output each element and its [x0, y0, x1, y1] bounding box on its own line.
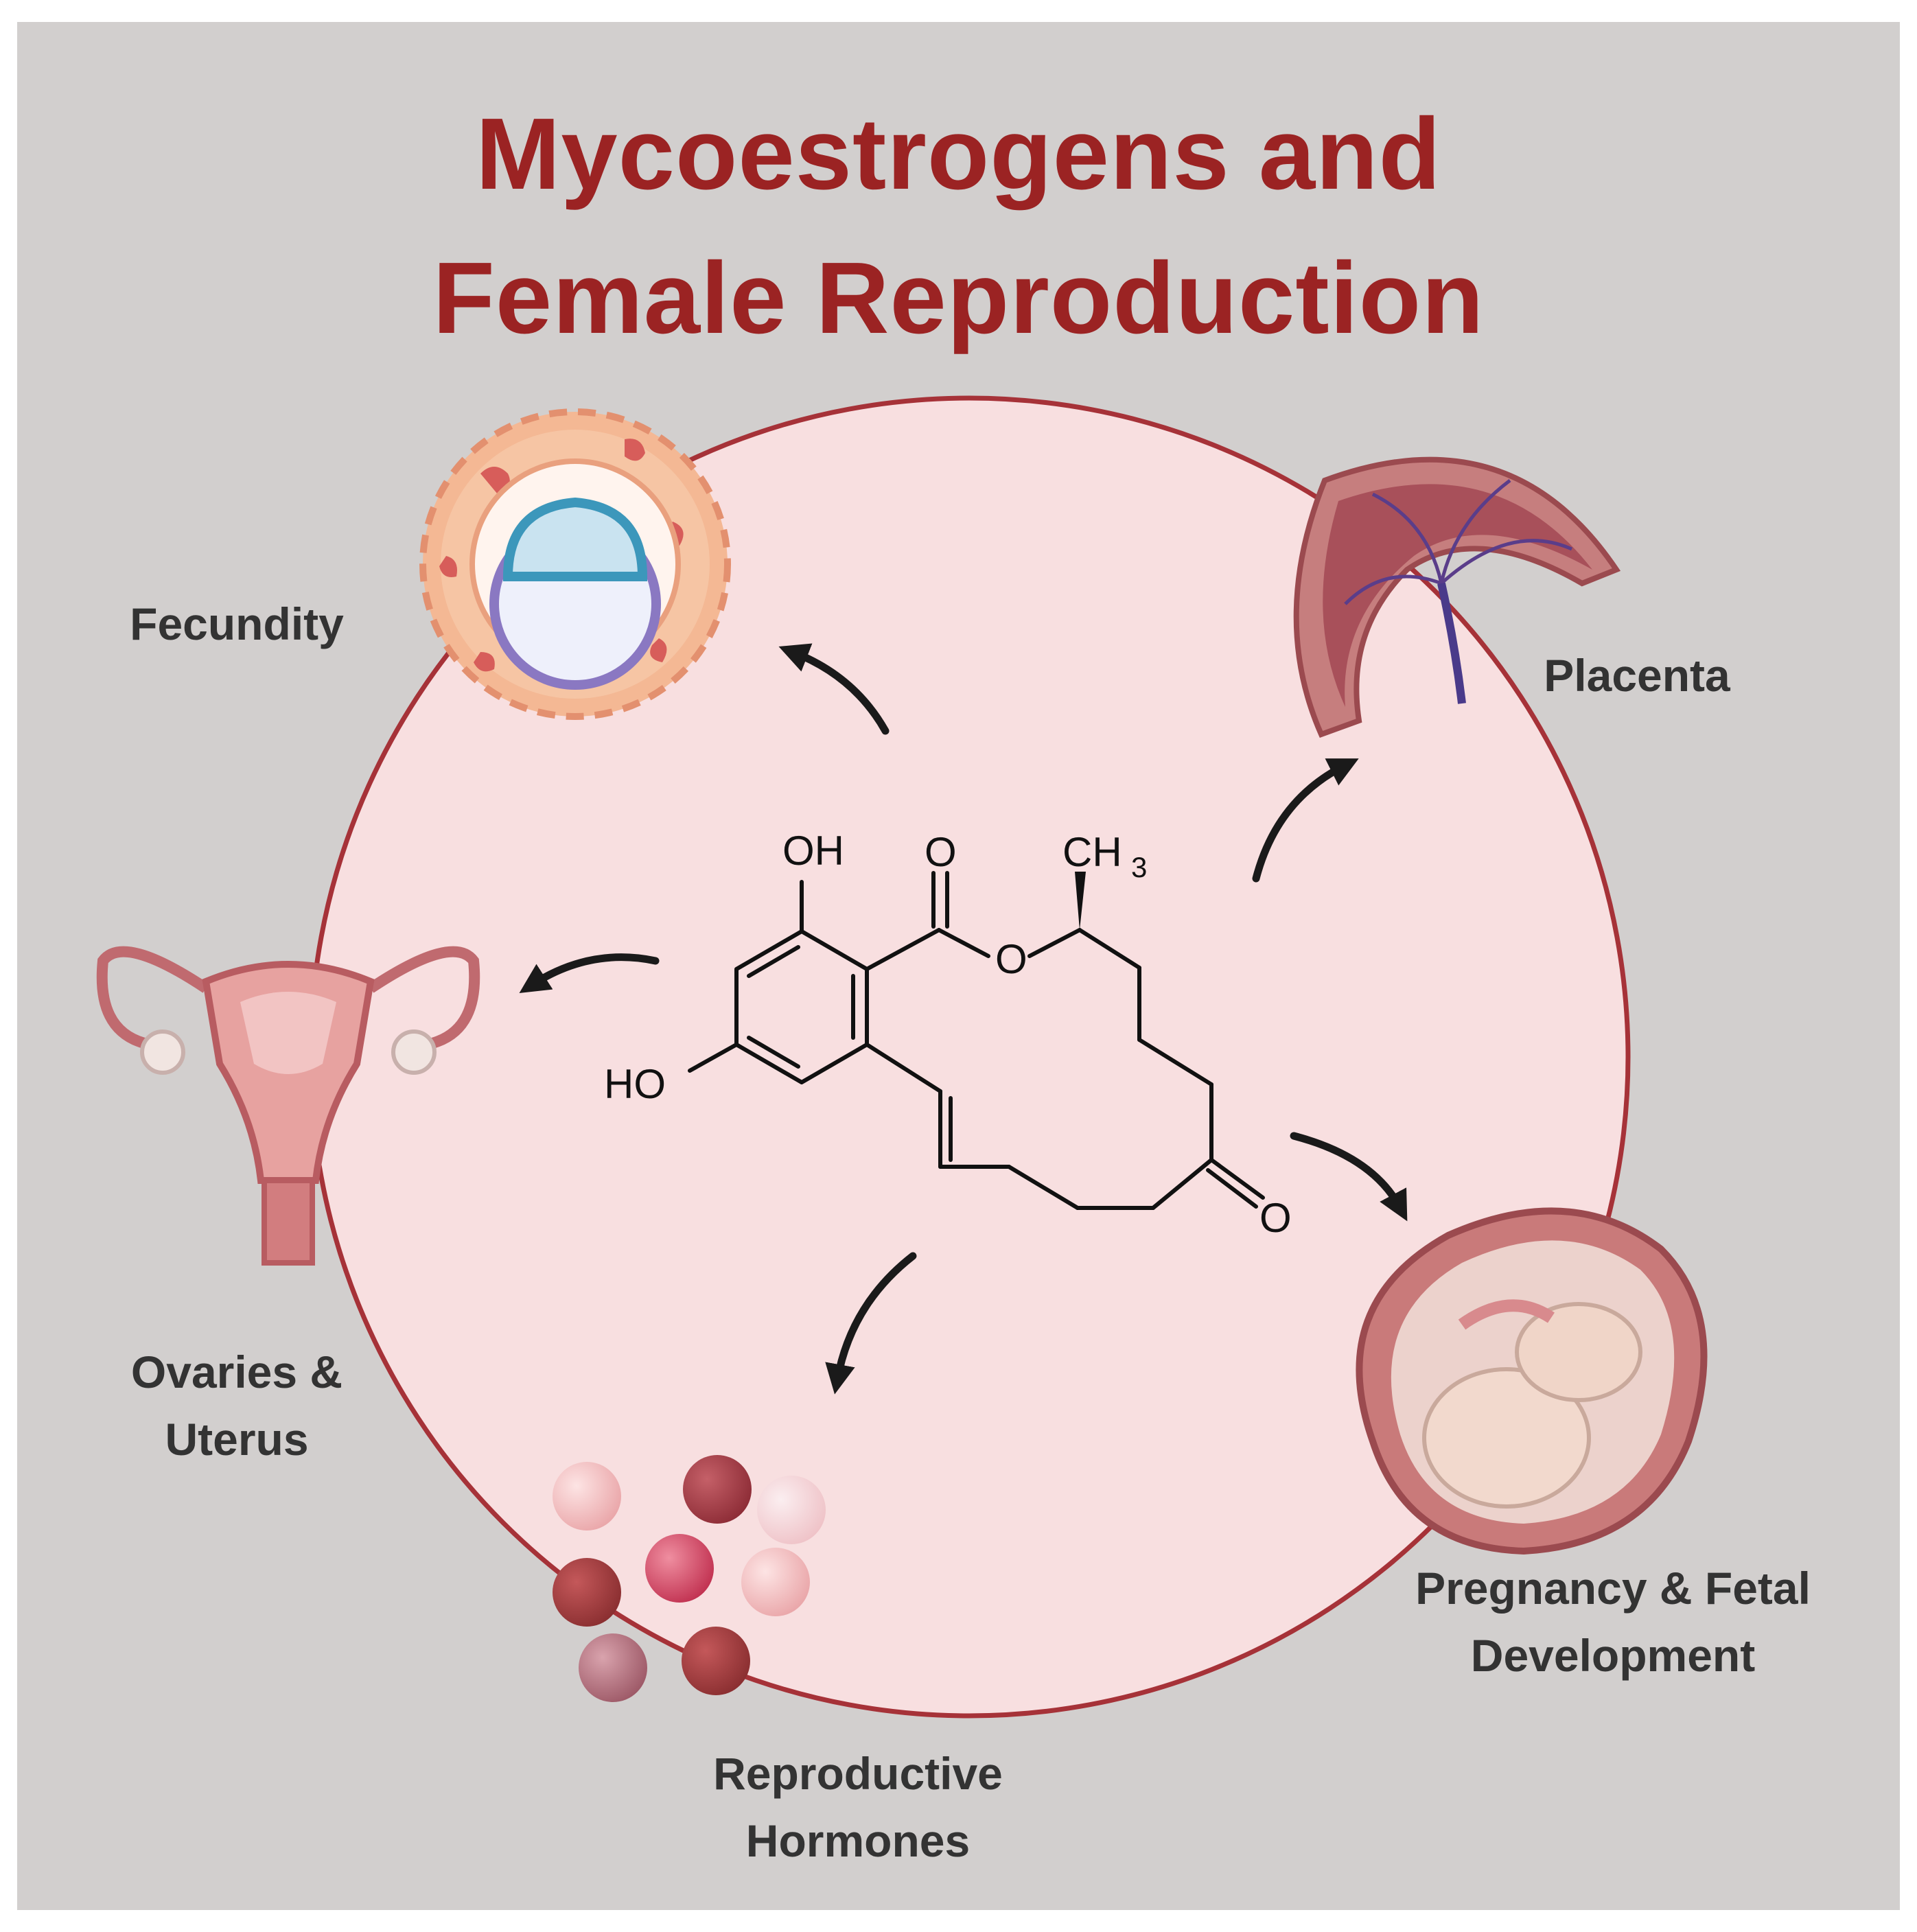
- ovaries-uterus-line-2: Uterus: [165, 1414, 309, 1465]
- hormones-line-2: Hormones: [745, 1815, 971, 1866]
- title-line-2: Female Reproduction: [432, 242, 1485, 355]
- arrow-to-placenta: [1252, 758, 1359, 883]
- ester-carbonyl-label: O: [925, 829, 957, 875]
- ring-oxygen-label: O: [995, 936, 1027, 982]
- hormone-sphere: [683, 1455, 752, 1524]
- arrow-to-fecundity: [778, 643, 890, 735]
- fecundity-text: Fecundity: [130, 598, 344, 649]
- ovaries-uterus-label: Ovaries & Uterus: [103, 1338, 371, 1473]
- placenta-text: Placenta: [1544, 650, 1730, 701]
- uterus-icon: [96, 946, 480, 1266]
- title-line-1: Mycoestrogens and: [476, 97, 1441, 211]
- oh-top-label: OH: [782, 828, 844, 874]
- zearalenone-structure: [688, 871, 1265, 1210]
- figure-title: Mycoestrogens and Female Reproduction: [0, 82, 1917, 371]
- hormone-sphere: [553, 1462, 621, 1531]
- hormone-sphere: [757, 1476, 826, 1544]
- hormone-sphere: [682, 1627, 750, 1695]
- placenta-icon: [1293, 456, 1621, 738]
- methyl-subscript: 3: [1131, 851, 1147, 883]
- hormone-sphere: [645, 1534, 714, 1603]
- methyl-label: CH: [1062, 829, 1122, 875]
- pregnancy-line-1: Pregnancy & Fetal: [1415, 1563, 1811, 1614]
- arrow-to-pregnancy: [1290, 1132, 1408, 1222]
- wedge-bond: [1075, 872, 1086, 930]
- ketone-label: O: [1259, 1195, 1292, 1241]
- placenta-label: Placenta: [1520, 642, 1754, 709]
- hormone-spheres-icon: [553, 1455, 826, 1702]
- fetus-in-womb-icon: [1356, 1207, 1708, 1555]
- oh-left-label: HO: [604, 1061, 666, 1107]
- fecundity-label: Fecundity: [120, 590, 353, 657]
- arrow-to-hormones: [825, 1252, 917, 1395]
- arrows: [519, 643, 1408, 1395]
- pregnancy-label: Pregnancy & Fetal Development: [1373, 1555, 1853, 1689]
- hormones-line-1: Reproductive: [713, 1748, 1003, 1799]
- ovaries-uterus-line-1: Ovaries &: [130, 1347, 343, 1397]
- ovarian-follicle-icon: [419, 408, 731, 720]
- arrow-to-uterus: [519, 953, 660, 993]
- hormones-label: Reproductive Hormones: [686, 1740, 1030, 1874]
- pregnancy-line-2: Development: [1470, 1630, 1756, 1681]
- hormone-sphere: [579, 1633, 647, 1702]
- hormone-sphere: [741, 1548, 810, 1616]
- hormone-sphere: [553, 1558, 621, 1627]
